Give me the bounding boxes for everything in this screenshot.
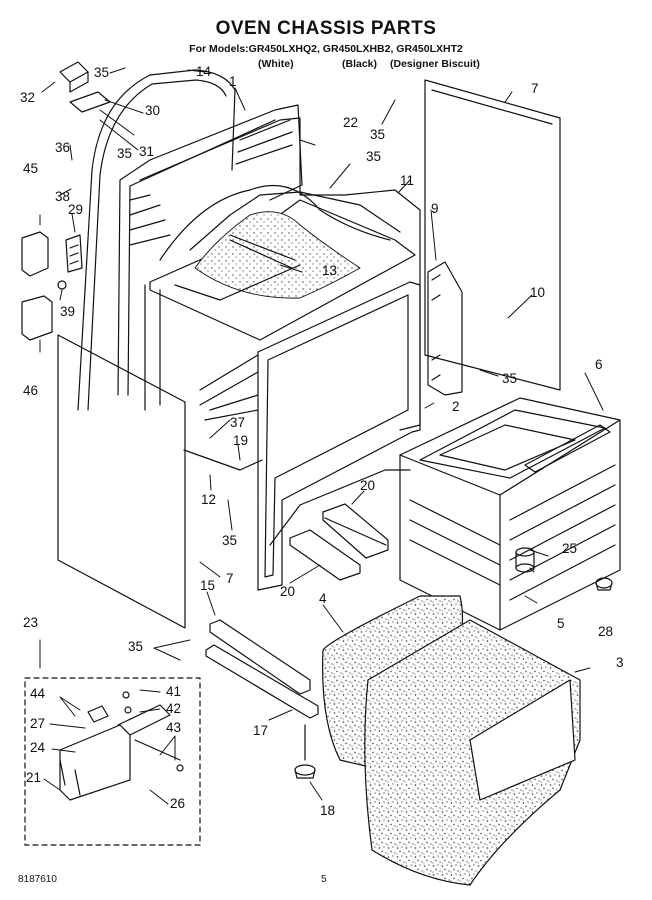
- callout-3: 3: [616, 655, 624, 670]
- callout-37: 37: [230, 415, 245, 430]
- rear-wrapper: [117, 104, 303, 396]
- callout-41: 41: [166, 684, 181, 699]
- terminal-block-45: [21, 231, 49, 277]
- callout-5: 5: [557, 616, 565, 631]
- callout-1: 1: [229, 74, 237, 89]
- callout-39: 39: [60, 304, 75, 319]
- doc-number: 8187610: [18, 874, 57, 885]
- callout-29: 29: [68, 202, 83, 217]
- callout-35-top: 35: [94, 65, 109, 80]
- back-insulation-panel: [77, 69, 236, 411]
- callout-2: 2: [452, 399, 460, 414]
- callout-18: 18: [320, 803, 335, 818]
- bottom-rail-15: [209, 619, 311, 695]
- callout-38: 38: [55, 189, 70, 204]
- page-number: 5: [321, 874, 327, 885]
- callout-17: 17: [253, 723, 268, 738]
- page-title: OVEN CHASSIS PARTS: [215, 18, 437, 39]
- callout-21: 21: [26, 770, 41, 785]
- models-line: For Models:GR450LXHQ2, GR450LXHB2, GR450…: [189, 43, 463, 55]
- callout-6: 6: [595, 357, 603, 372]
- callout-7-right: 7: [531, 81, 539, 96]
- terminal-29: [65, 234, 83, 273]
- chassis-frame: [139, 117, 421, 431]
- callout-35-frame: 35: [370, 127, 385, 142]
- callout-24: 24: [30, 740, 46, 755]
- variant-black: (Black): [342, 58, 378, 70]
- burner-support-lower: [289, 529, 361, 581]
- callout-28: 28: [598, 624, 613, 639]
- callout-23: 23: [23, 615, 38, 630]
- bottom-rail-17: [205, 644, 319, 719]
- callout-35-hinge: 35: [366, 149, 381, 164]
- callout-35-bottom: 35: [222, 533, 237, 548]
- callout-10: 10: [530, 285, 545, 300]
- leveling-leg-28: [595, 577, 613, 591]
- callout-43: 43: [166, 720, 181, 735]
- callout-35-vent: 35: [117, 146, 132, 161]
- callout-numbers: 1 2 3 4 5 6 7 7 9 10 11 12 13 14 15 17 1…: [20, 64, 624, 818]
- side-panel-right: [424, 79, 561, 391]
- callout-11: 11: [400, 173, 414, 188]
- callout-15: 15: [200, 578, 215, 593]
- callout-12: 12: [201, 492, 216, 507]
- callout-31: 31: [139, 144, 154, 159]
- bracket-46: [21, 295, 53, 341]
- burner-support-upper: [322, 503, 389, 559]
- callout-35-rail: 35: [128, 639, 143, 654]
- callout-20-lower: 20: [280, 584, 295, 599]
- side-panel-left: [57, 334, 186, 629]
- oven-cavity: [399, 397, 621, 631]
- front-frame: [183, 281, 421, 591]
- callout-19: 19: [233, 433, 248, 448]
- callout-32: 32: [20, 90, 35, 105]
- callout-30: 30: [145, 103, 160, 118]
- callout-7-left: 7: [226, 571, 234, 586]
- callout-42: 42: [166, 701, 181, 716]
- callout-13: 13: [322, 263, 337, 278]
- insulation-blanket-3: [364, 619, 581, 886]
- callout-45: 45: [23, 161, 38, 176]
- vent-cap-32: [59, 61, 89, 93]
- variant-biscuit: (Designer Biscuit): [390, 58, 480, 70]
- vent-30: [69, 91, 111, 113]
- callout-46: 46: [23, 383, 38, 398]
- clip-39: [57, 280, 67, 290]
- callout-25: 25: [562, 541, 577, 556]
- callout-35-side: 35: [502, 371, 517, 386]
- callout-22: 22: [343, 115, 358, 130]
- callout-14: 14: [196, 64, 212, 79]
- callout-4: 4: [319, 591, 327, 606]
- mounting-bracket-9: [427, 261, 463, 396]
- leveling-leg-18: [294, 724, 316, 779]
- ignitor-assembly-box: [24, 677, 201, 846]
- callout-20-upper: 20: [360, 478, 375, 493]
- callout-27: 27: [30, 716, 45, 731]
- callout-26: 26: [170, 796, 185, 811]
- leader-lines: [39, 67, 604, 805]
- callout-36: 36: [55, 140, 70, 155]
- callout-9: 9: [431, 201, 439, 216]
- callout-44: 44: [30, 686, 46, 701]
- variant-white: (White): [258, 58, 294, 70]
